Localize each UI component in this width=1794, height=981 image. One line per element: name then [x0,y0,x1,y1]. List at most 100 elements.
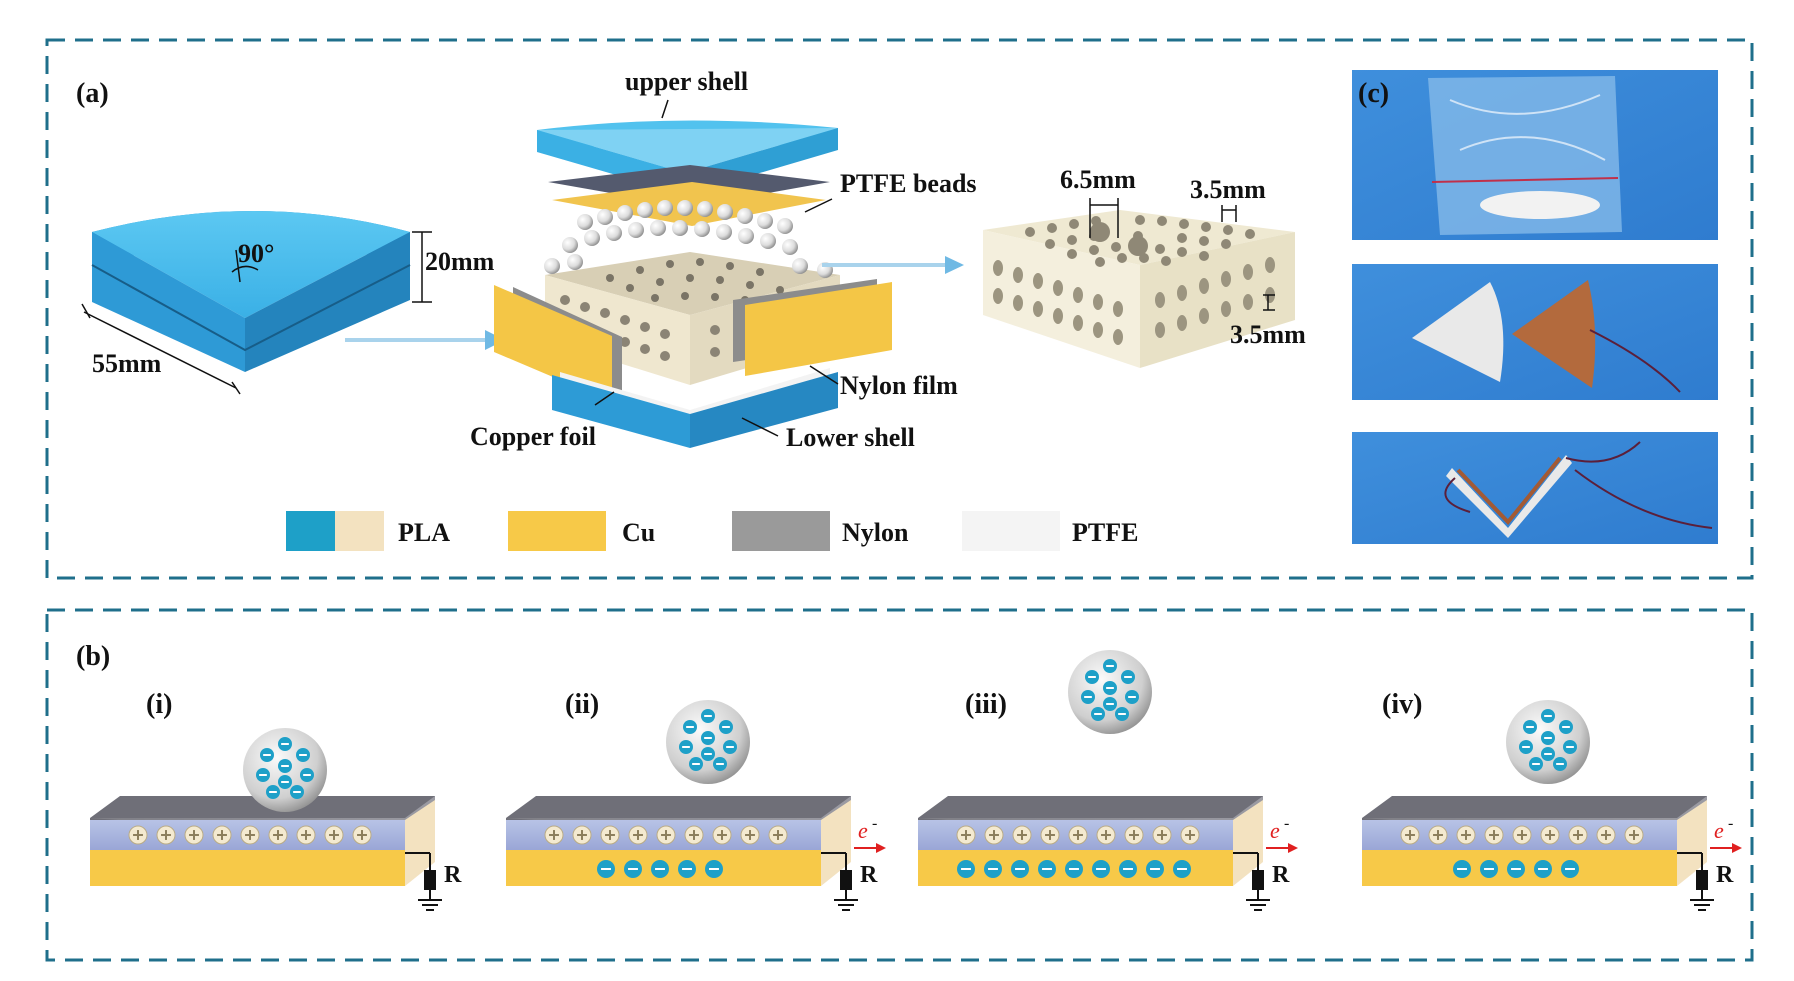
negative-charge [1561,860,1579,878]
positive-charge [656,825,676,845]
resistor-label: R [1272,862,1290,888]
negative-charge [1146,860,1164,878]
panel-a-frame [45,38,1754,580]
ball-negative-charge [1563,740,1577,754]
ball-negative-charge [1103,697,1117,711]
stage-label-ii: (ii) [565,689,599,720]
hole-spacing-top-label: 3.5mm [1190,175,1266,204]
stage-label-iii: (iii) [965,689,1007,720]
legend-swatch-ptfe [962,511,1060,551]
ball-negative-charge [689,757,703,771]
resistor-label: R [444,862,462,888]
positive-charge [984,825,1004,845]
ball-negative-charge [296,748,310,762]
stage-diagram-i: R [90,728,462,911]
positive-charge [128,825,148,845]
negative-charge [1011,860,1029,878]
ball-negative-charge [278,737,292,751]
negative-charge [1065,860,1083,878]
hole-spacing-side-label: 3.5mm [1230,320,1306,349]
photo-shell-halves [1352,264,1718,400]
positive-charge [1040,825,1060,845]
ptfe-ball [666,700,750,784]
electron-label: e [1714,818,1724,843]
negative-charge [597,860,615,878]
height-label: 20mm [425,247,495,276]
stage-diagram-iii: Re- [918,650,1298,911]
negative-charge [678,860,696,878]
panel-c-label: (c) [1358,78,1389,109]
pla-edge [1233,800,1263,886]
positive-charge [1400,825,1420,845]
positive-charge [684,825,704,845]
positive-charge [1428,825,1448,845]
positive-charge [268,825,288,845]
ball-negative-charge [1519,740,1533,754]
negative-charge [651,860,669,878]
legend: PLA Cu Nylon PTFE [286,511,1138,551]
resistor-symbol [1696,870,1708,890]
panel-b-frame [45,608,1754,962]
negative-charge [1092,860,1110,878]
legend-swatch-cu [508,511,606,551]
ptfe-bead-cloud [544,200,833,278]
ball-negative-charge [719,720,733,734]
legend-label-nylon: Nylon [842,518,909,547]
photo-assembled-electrode [1352,432,1718,544]
ball-negative-charge [1541,747,1555,761]
positive-charge [712,825,732,845]
resistor-symbol [840,870,852,890]
svg-text:-: - [1728,815,1733,832]
electron-label: e [1270,818,1280,843]
pla-edge [821,800,851,886]
positive-charge [212,825,232,845]
positive-charge [352,825,372,845]
positive-charge [740,825,760,845]
ball-negative-charge [278,775,292,789]
negative-charge [984,860,1002,878]
svg-text:-: - [872,815,877,832]
copper-layer [90,850,405,886]
resistor-symbol [424,870,436,890]
ball-negative-charge [1091,707,1105,721]
positive-charge [544,825,564,845]
negative-charge [1534,860,1552,878]
positive-charge [1540,825,1560,845]
negative-charge [1119,860,1137,878]
width-label: 55mm [92,349,162,378]
photo-ptfe-bag [1352,70,1718,240]
nylon-film-label: Nylon film [840,371,958,400]
ball-negative-charge [1103,681,1117,695]
positive-charge [1568,825,1588,845]
copper-foil-label: Copper foil [470,422,596,451]
positive-charge [184,825,204,845]
positive-charge [1152,825,1172,845]
positive-charge [1484,825,1504,845]
positive-charge [1456,825,1476,845]
ball-negative-charge [1081,690,1095,704]
upper-shell-label: upper shell [625,67,748,96]
resistor-label: R [860,862,878,888]
ptfe-ball [1506,700,1590,784]
hole-diameter-label: 6.5mm [1060,165,1136,194]
stage-diagram-ii: Re- [506,700,886,911]
resistor-symbol [1252,870,1264,890]
positive-charge [600,825,620,845]
positive-charge [1096,825,1116,845]
flow-arrow-2 [822,256,964,274]
positive-charge [240,825,260,845]
legend-swatch-pla-beige [335,511,384,551]
negative-charge [705,860,723,878]
ball-negative-charge [1523,720,1537,734]
ball-negative-charge [1115,707,1129,721]
ptfe-ball [243,728,327,812]
angle-label: 90° [238,239,274,268]
ball-negative-charge [266,785,280,799]
ball-negative-charge [256,768,270,782]
legend-swatch-pla-blue [286,511,335,551]
ball-negative-charge [1541,731,1555,745]
positive-charge [296,825,316,845]
negative-charge [957,860,975,878]
negative-charge [1453,860,1471,878]
